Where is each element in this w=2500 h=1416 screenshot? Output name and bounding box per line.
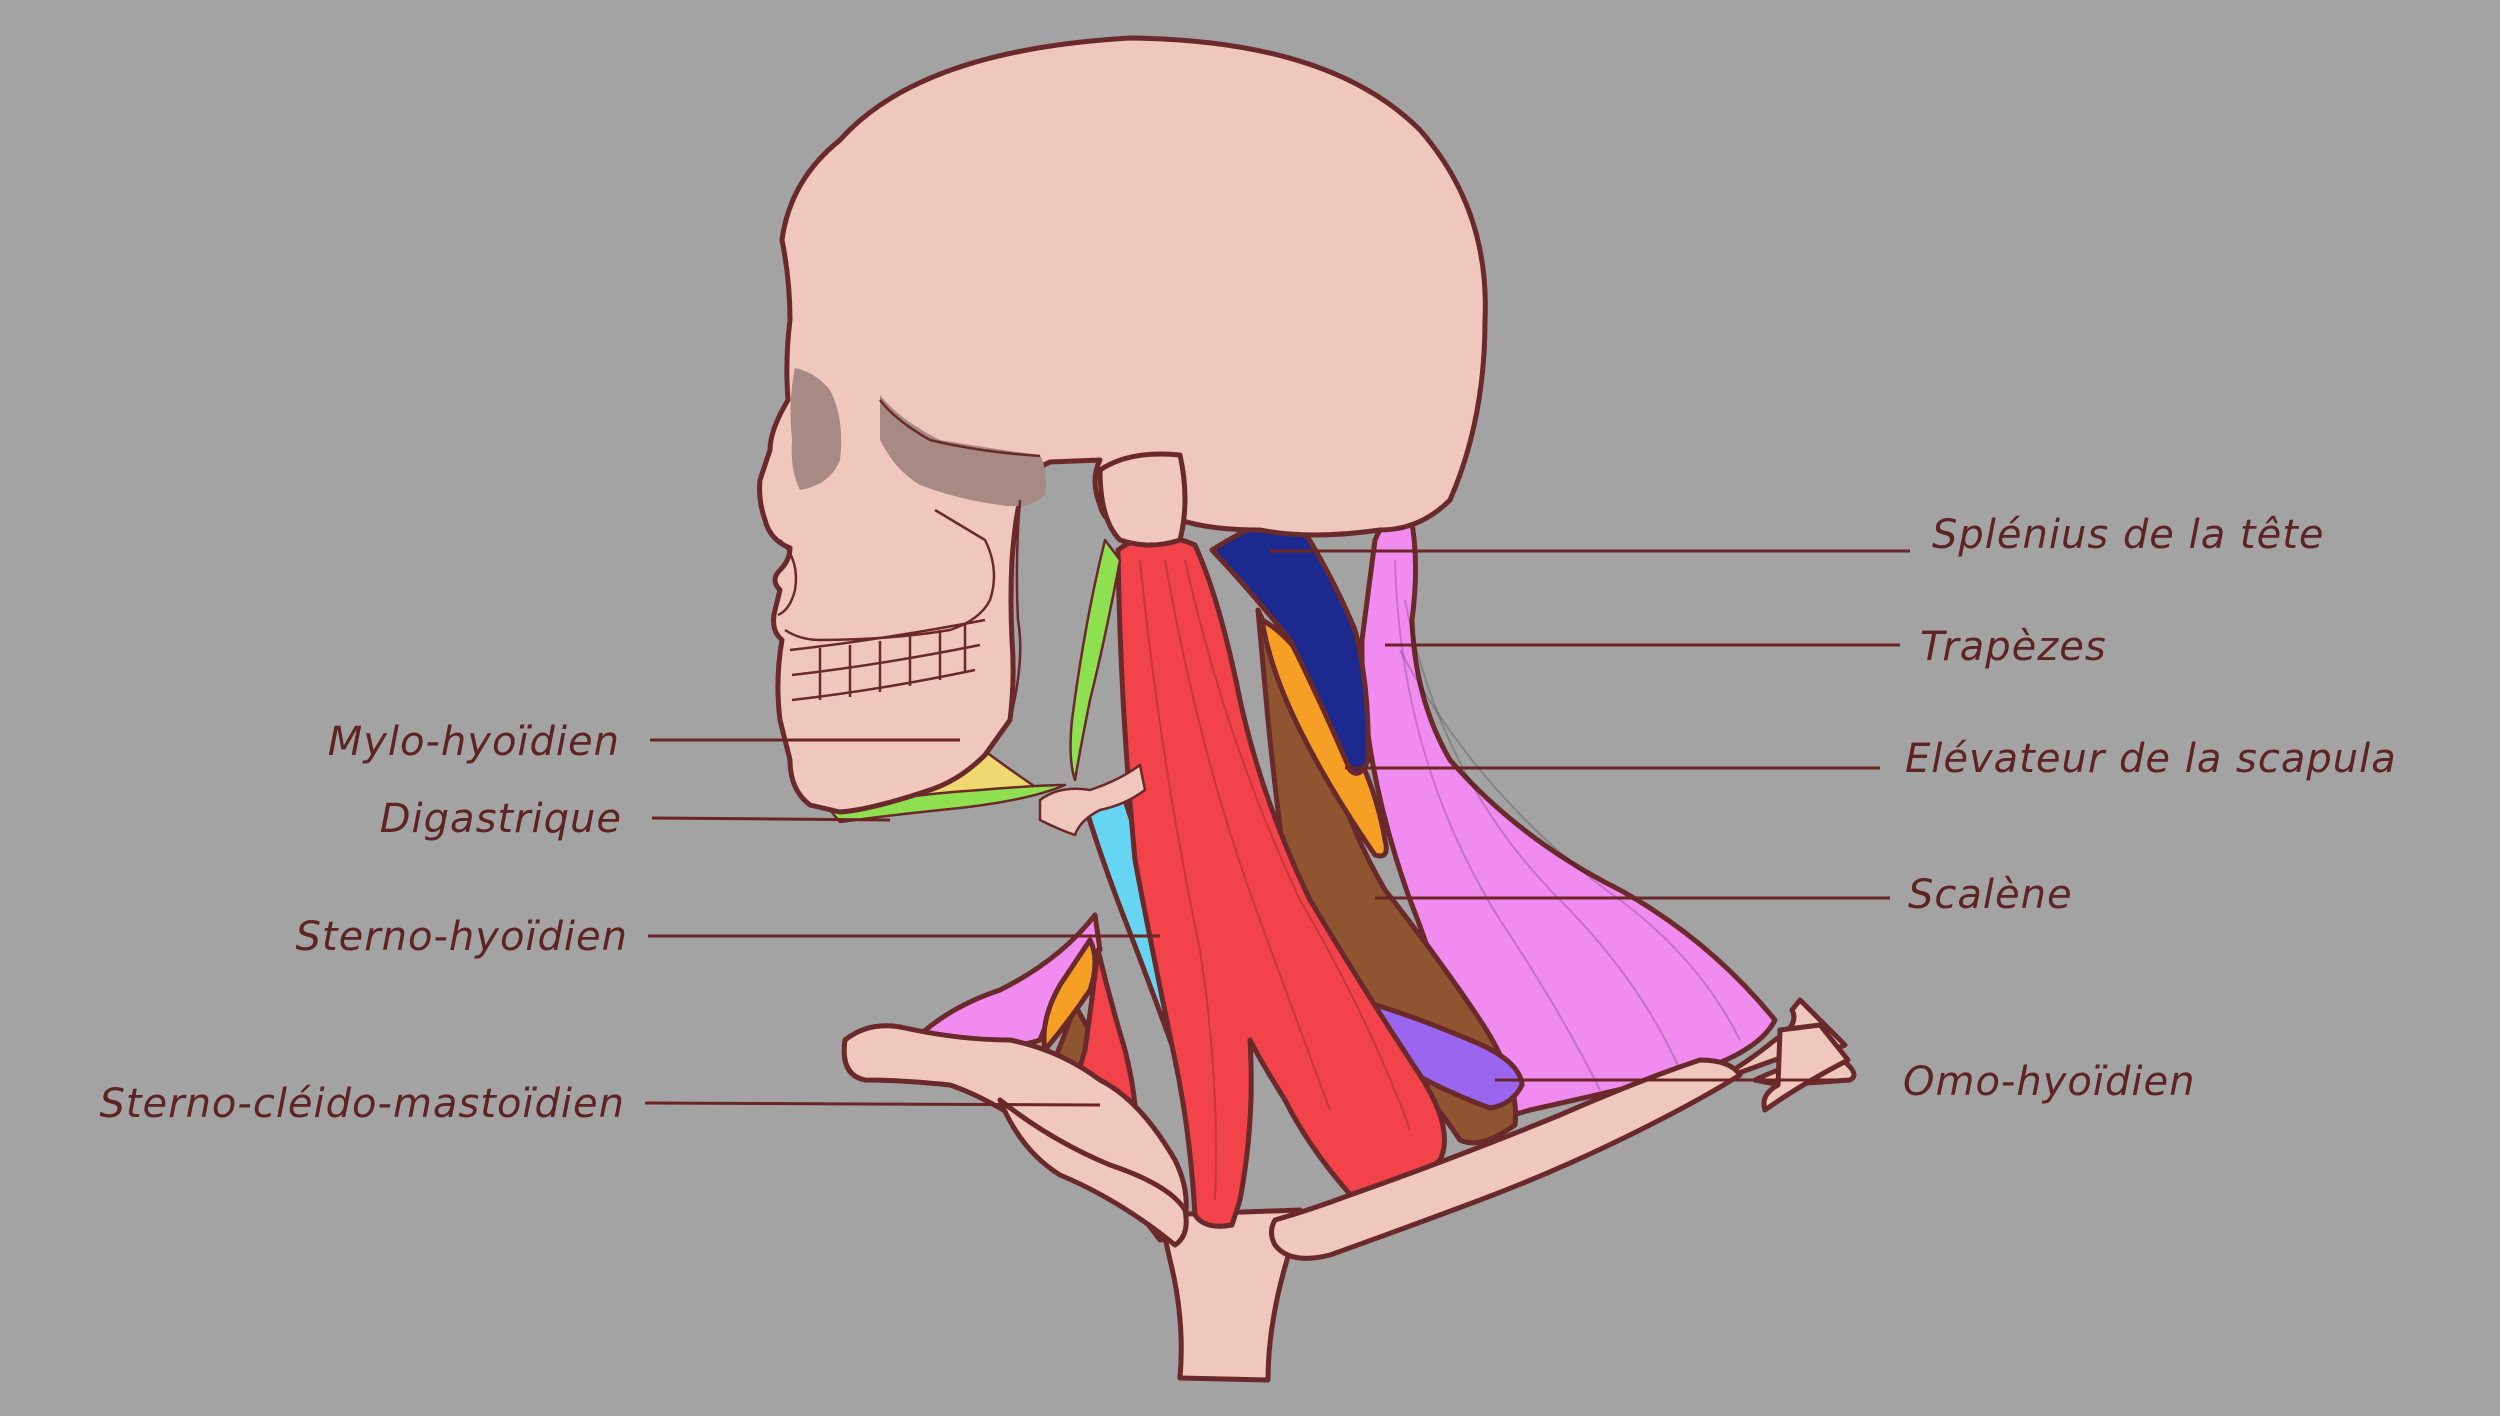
label-levator-scapulae: Elévateur de la scapula <box>1905 736 2397 782</box>
label-sternocleidomastoid: Sterno-cléido-mastoïdien <box>99 1081 625 1127</box>
temporal-fossa <box>880 395 1046 507</box>
label-omohyoid: Omo-hyoïdien <box>1903 1059 2195 1105</box>
mandible-ramus <box>1008 499 1022 721</box>
label-digastric: Digastrique <box>380 796 622 842</box>
hyoid-bone <box>1038 763 1147 837</box>
clavicle-center <box>1269 1057 1743 1261</box>
zygomatic-arch <box>879 399 1041 458</box>
label-sternohyoid: Sterno-hyoïdien <box>296 914 628 960</box>
teeth <box>789 618 986 702</box>
orbit <box>790 368 842 490</box>
nasal-aperture <box>777 539 798 617</box>
skull-cranium <box>757 35 1488 815</box>
digastric-muscle-posterior <box>1069 538 1122 782</box>
leader-lines <box>644 549 1910 1107</box>
scapula-spine-right <box>1761 1022 1851 1113</box>
sternocleidomastoid-muscle <box>1115 533 1447 1229</box>
label-scalene: Scalène <box>1908 872 2073 918</box>
label-splenius: Splénius de la tête <box>1932 512 2325 558</box>
label-trapezius: Trapèzes <box>1920 624 2107 670</box>
first-rib-left <box>997 1097 1189 1248</box>
sternum <box>1157 1207 1303 1383</box>
trapezius-fibers <box>1394 559 1741 1091</box>
sternocleidomastoid-fibers <box>1139 559 1411 1201</box>
label-mylohyoid: Mylo-hyoïdien <box>328 719 620 765</box>
mastoid-process <box>1097 451 1188 548</box>
